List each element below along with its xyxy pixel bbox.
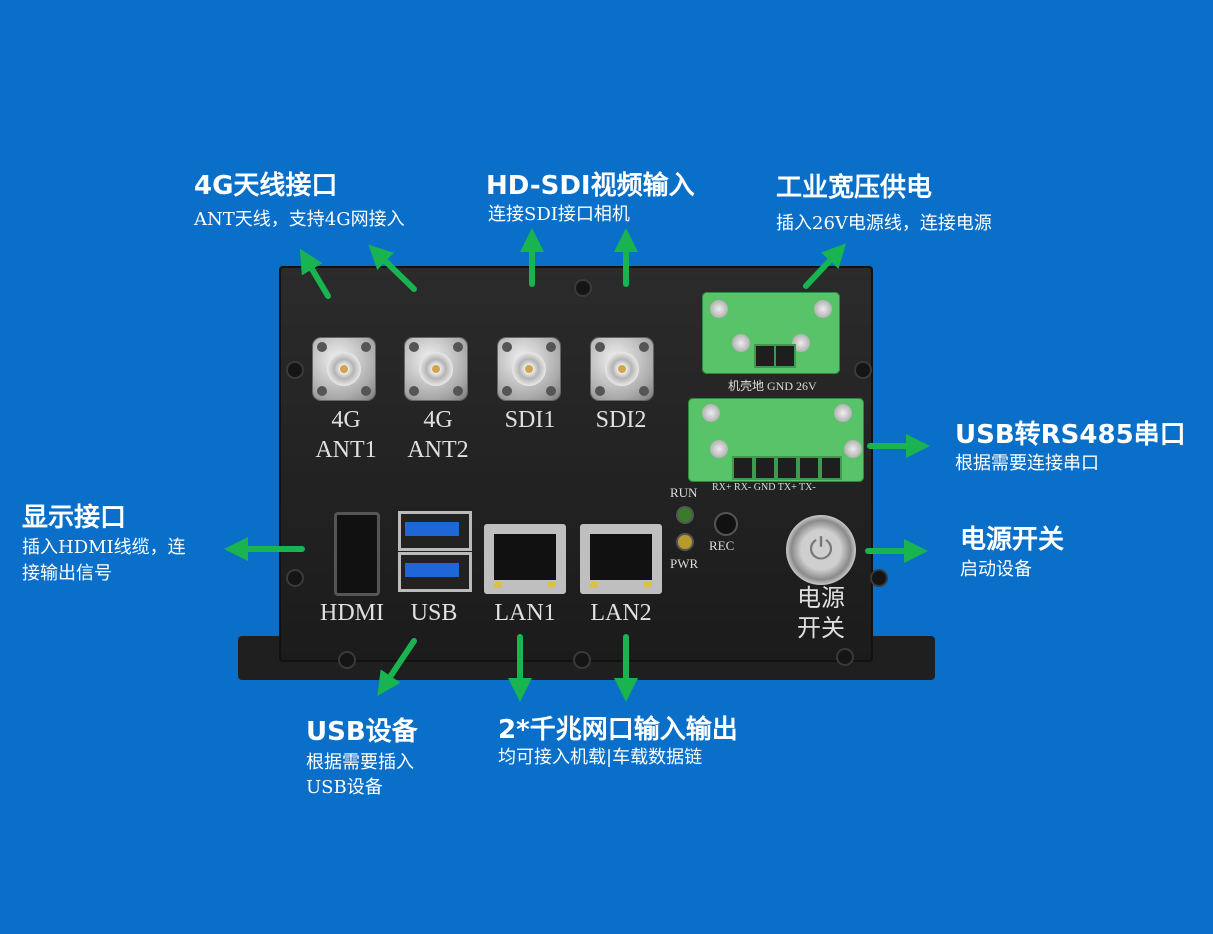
- rs485-desc: 根据需要连接串口: [955, 453, 1099, 474]
- usb-label: USB: [410, 600, 458, 626]
- rs485-terminal-block[interactable]: [688, 398, 864, 482]
- usb-port-top[interactable]: [398, 511, 472, 551]
- arrow-ant1: [299, 248, 331, 299]
- arrow-ant2: [368, 244, 417, 292]
- power-terminal-block[interactable]: [702, 292, 840, 374]
- panel-screw: [856, 363, 870, 377]
- ant1-label-top: 4G: [331, 407, 361, 433]
- run-led: [678, 508, 692, 522]
- power-switch-title: 电源开关: [960, 525, 1065, 555]
- panel-screw: [288, 571, 302, 585]
- panel-screw: [575, 653, 589, 667]
- sdi2-connector[interactable]: [591, 338, 653, 400]
- power-supply-desc: 插入26V电源线，连接电源: [776, 213, 992, 234]
- power-switch-desc: 启动设备: [960, 559, 1032, 580]
- lan2-label: LAN2: [590, 600, 652, 626]
- usb-desc-line2: USB设备: [306, 777, 383, 798]
- lan-title: 2*千兆网口输入输出: [498, 715, 738, 745]
- hdmi-port[interactable]: [334, 512, 380, 596]
- panel-screw: [340, 653, 354, 667]
- lan-desc: 均可接入机载|车载数据链: [498, 747, 703, 768]
- lan2-port[interactable]: [580, 524, 662, 594]
- lan1-port[interactable]: [484, 524, 566, 594]
- power-button-label-line1: 电源: [797, 586, 845, 612]
- power-button[interactable]: ⏻: [786, 515, 856, 585]
- pwr-label: PWR: [670, 556, 699, 571]
- display-desc-line2: 接输出信号: [22, 563, 112, 584]
- power-button-label-line2: 开关: [797, 616, 845, 642]
- sdi1-connector[interactable]: [498, 338, 560, 400]
- power-icon: ⏻: [809, 532, 833, 567]
- sdi-desc: 连接SDI接口相机: [488, 204, 630, 225]
- antenna-title: 4G天线接口: [194, 171, 338, 201]
- usb-port-bottom[interactable]: [398, 552, 472, 592]
- rs485-terminal-label: RX+ RX- GND TX+ TX-: [712, 482, 816, 493]
- ant2-connector[interactable]: [405, 338, 467, 400]
- panel-screw: [872, 571, 886, 585]
- ant1-label-bottom: ANT1: [315, 437, 377, 463]
- display-title: 显示接口: [22, 503, 127, 533]
- usb-title: USB设备: [306, 717, 418, 747]
- panel-screw: [576, 281, 590, 295]
- usb-desc-line1: 根据需要插入: [306, 752, 414, 773]
- rec-button[interactable]: [716, 514, 736, 534]
- ant2-label-top: 4G: [423, 407, 453, 433]
- hdmi-label: HDMI: [320, 600, 384, 626]
- sdi2-label: SDI2: [595, 407, 647, 433]
- ant2-label-bottom: ANT2: [407, 437, 469, 463]
- lan1-label: LAN1: [494, 600, 556, 626]
- panel-screw: [838, 650, 852, 664]
- power-terminal-label: 机壳地 GND 26V: [728, 379, 817, 393]
- rs485-title: USB转RS485串口: [955, 420, 1186, 450]
- pwr-led: [678, 535, 692, 549]
- display-desc-line1: 插入HDMI线缆，连: [22, 537, 186, 558]
- sdi-title: HD-SDI视频输入: [486, 171, 695, 201]
- ant1-connector[interactable]: [313, 338, 375, 400]
- antenna-desc: ANT天线，支持4G网接入: [194, 209, 405, 230]
- rec-label: REC: [709, 538, 735, 553]
- run-label: RUN: [670, 485, 698, 500]
- arrow-power-supply: [803, 243, 847, 289]
- panel-screw: [288, 363, 302, 377]
- power-supply-title: 工业宽压供电: [776, 173, 933, 203]
- sdi1-label: SDI1: [504, 407, 556, 433]
- arrow-usb: [377, 638, 417, 696]
